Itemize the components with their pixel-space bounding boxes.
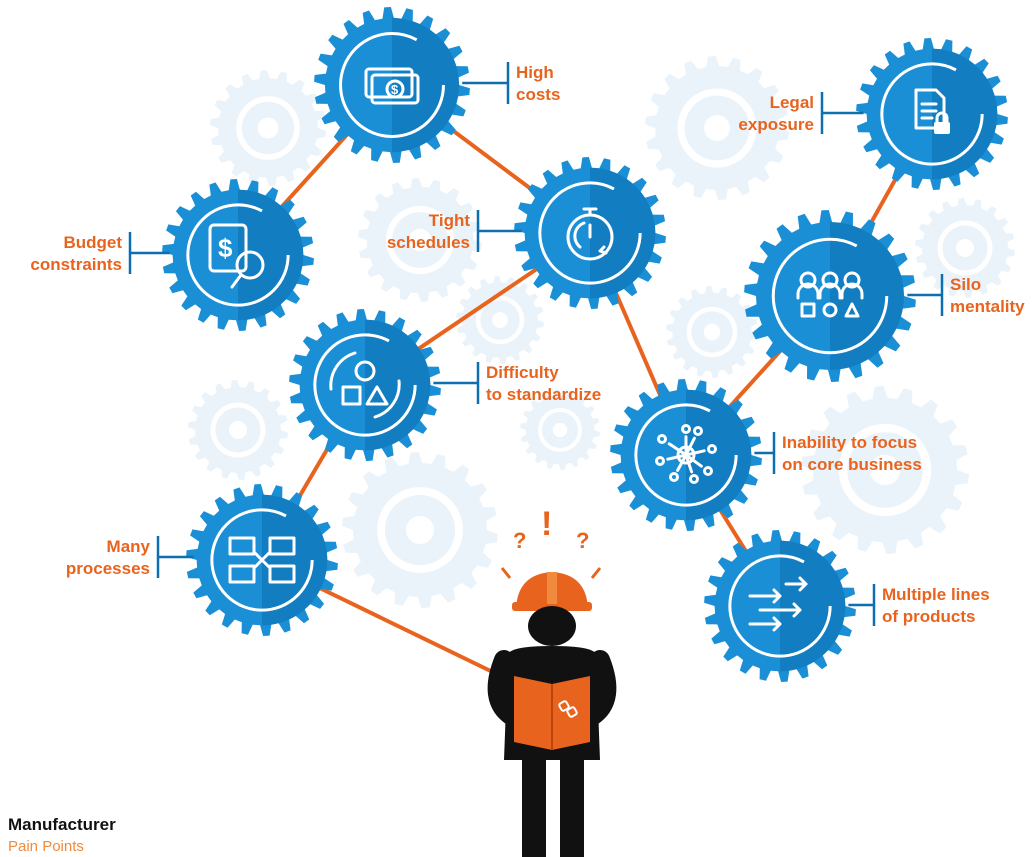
pain-point-label-line: to standardize [486,385,601,404]
gear-ring [210,508,314,612]
pain-point-label-line: on core business [782,455,922,474]
gear-shade [365,319,431,451]
label-high-costs: High costs [462,62,560,104]
label-silo-mentality: Silo mentality [907,274,1025,316]
pain-point-label-line: Budget [63,233,122,252]
svg-text:$: $ [391,82,399,97]
label-inability-to-focus: Inability to focus on core business [754,432,922,474]
gear-shade [238,189,304,321]
gear-ring [880,62,984,166]
svg-text:$: $ [218,233,233,263]
gear-inability-to-focus [610,379,762,531]
background-gears [188,56,1015,608]
page-title: Manufacturer [8,815,116,834]
gear-tight-schedules [514,157,666,309]
background-gear-center [869,454,901,486]
pain-point-gears: $$ [162,7,1008,682]
gear-ring [538,181,642,285]
label-tight-schedules: Tight schedules [387,210,522,252]
gear-multiple-lines [704,530,856,682]
pain-point-label-line: exposure [738,115,814,134]
gear-many-processes [186,484,338,636]
gear-ring [634,403,738,507]
gear-legal-exposure [856,38,1008,190]
gear-shade [590,167,656,299]
pain-point-label-line: Many [107,537,151,556]
gear-ring [728,554,832,658]
dollar-search-icon: $ [208,223,265,289]
label-budget-constraints: Budget constraints [30,232,170,274]
gear-high-costs: $ [314,7,470,163]
pain-point-label-line: Difficulty [486,363,559,382]
question-mark-right: ? [576,528,589,553]
locked-document-icon [914,88,950,134]
pain-point-label-line: mentality [950,297,1025,316]
exclamation-mark: ! [541,505,552,543]
page-subtitle: Pain Points [8,838,84,855]
process-flow-icon [228,536,296,584]
gear-shade [932,48,998,180]
gear-shade [392,17,460,153]
pain-point-label-line: Legal [770,93,814,112]
stopwatch-icon [566,207,614,261]
gear-ring [771,237,889,355]
arrows-merge-icon [748,576,808,632]
gear-shade [686,389,752,521]
gear-shade [780,540,846,672]
pain-point-label-line: Tight [429,211,471,230]
gear-ring [313,333,417,437]
gear-difficulty-to-standardize [289,309,441,461]
pain-point-label-line: Silo [950,275,981,294]
background-gear-center [257,117,279,139]
pain-point-label-line: High [516,63,554,82]
money-icon: $ [364,67,420,105]
gear-budget-constraints: $ [162,179,314,331]
spark-line [500,567,512,579]
label-legal-exposure: Legal exposure [738,92,864,134]
network-hub-icon [655,424,717,484]
background-gear-center [704,115,730,141]
background-gear-center [956,239,974,257]
pain-point-label-line: Multiple lines [882,585,990,604]
label-many-processes: Many processes [66,536,194,578]
people-silo-icon [796,271,864,318]
label-difficulty-to-standardize: Difficulty to standardize [433,362,601,404]
pain-point-label-line: constraints [30,255,122,274]
background-gear-center [552,422,568,438]
gear-ring [339,32,445,138]
spark-line [590,567,602,579]
background-gear-center [492,312,508,328]
gear-ring [186,203,290,307]
shapes-icon [329,351,401,419]
gear-shade [262,494,328,626]
pain-point-label-line: costs [516,85,560,104]
pain-point-label-line: schedules [387,233,470,252]
gear-silo-mentality [744,210,916,382]
background-gear-center [405,515,435,545]
background-gear-center [408,228,432,252]
gear-shade [830,222,904,370]
pain-point-label-line: of products [882,607,976,626]
background-gear-center [703,323,721,341]
confused-worker-icon: ? ! ? [487,505,617,857]
question-mark-left: ? [513,528,526,553]
pain-point-label-line: Inability to focus [782,433,917,452]
label-multiple-lines: Multiple lines of products [848,584,990,626]
background-gear-center [229,421,247,439]
pain-point-label-line: processes [66,559,150,578]
